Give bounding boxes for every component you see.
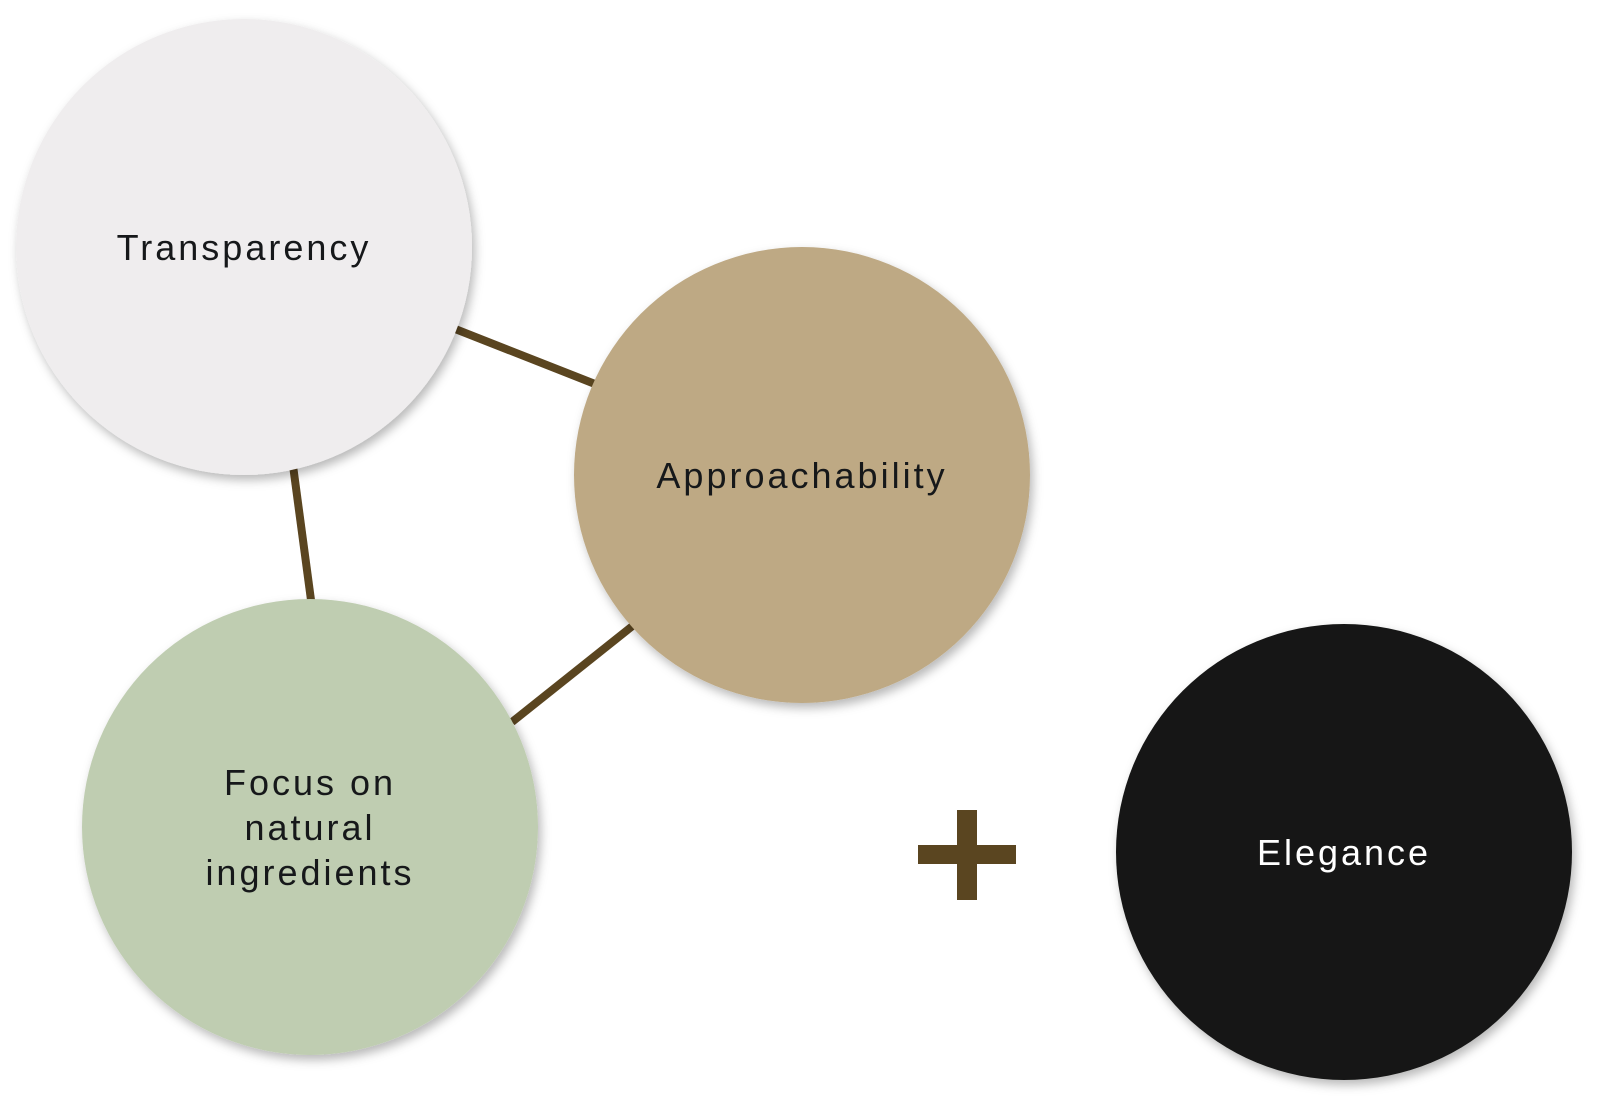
- connector-approachability-natural-ingredients: [509, 616, 643, 726]
- node-natural-ingredients-label-line2: natural: [244, 807, 375, 848]
- node-natural-ingredients-label-line3: ingredients: [205, 852, 414, 893]
- node-approachability-circle: [574, 247, 1030, 703]
- node-approachability: Approachability: [574, 247, 1030, 703]
- connector-transparency-natural-ingredients: [288, 457, 315, 601]
- node-transparency: Transparency: [16, 19, 472, 475]
- node-natural-ingredients-label-line1: Focus on: [224, 762, 396, 803]
- plus-icon: [918, 810, 1016, 900]
- connector-transparency-approachability: [438, 319, 597, 388]
- node-transparency-circle: [16, 19, 472, 475]
- node-elegance: Elegance: [1116, 624, 1572, 1080]
- node-natural-ingredients-circle: [82, 599, 538, 1055]
- node-elegance-circle: [1116, 624, 1572, 1080]
- node-approachability-label: Approachability: [656, 455, 947, 496]
- plus-icon-vertical-bar: [957, 810, 977, 900]
- node-elegance-label: Elegance: [1257, 832, 1431, 873]
- node-transparency-label: Transparency: [117, 227, 372, 268]
- node-natural-ingredients: Focus on natural ingredients: [82, 599, 538, 1055]
